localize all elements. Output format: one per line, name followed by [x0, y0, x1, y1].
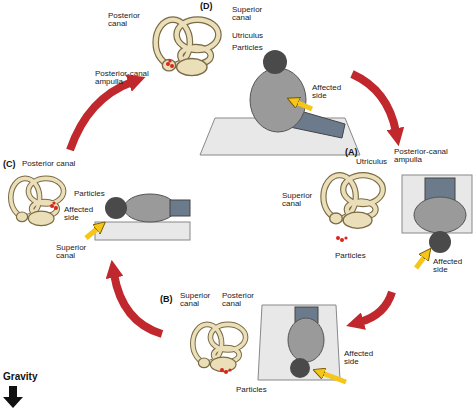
panel-letter: (D) [200, 2, 220, 11]
panel-c-art [11, 178, 190, 240]
part-label: Affected side [344, 350, 382, 367]
cycle-arrow [70, 74, 396, 334]
part-label: Affected side [64, 206, 98, 223]
part-label: Superior canal [180, 292, 218, 309]
part-label: Utriculus [356, 158, 396, 166]
panel-letter: (A) [345, 148, 365, 157]
part-label: Posterior canal [108, 12, 148, 29]
part-label: Particles [74, 190, 114, 198]
part-label: Superior canal [56, 244, 96, 261]
part-label: Superior canal [232, 6, 270, 23]
part-label: Superior canal [282, 192, 316, 209]
panel-d-art [156, 20, 360, 155]
part-label: Posterior canal [22, 160, 88, 168]
panel-letter: (B) [160, 295, 178, 304]
part-label: Posterior-canal ampulla [95, 70, 157, 87]
part-label: Posterior canal [222, 292, 260, 309]
gravity-arrow [3, 386, 23, 408]
panel-a-art [323, 175, 472, 268]
axis-label: Gravity [3, 372, 53, 383]
part-label: Particles [335, 252, 375, 260]
part-label: Affected side [312, 84, 348, 101]
part-label: Affected side [433, 258, 471, 275]
part-label: Particles [232, 44, 272, 52]
panel-letter: (C) [3, 160, 19, 169]
part-label: Utriculus [232, 32, 272, 40]
part-label: Posterior-canal ampulla [394, 148, 458, 165]
panel-b-art [193, 305, 346, 382]
part-label: Particles [236, 386, 276, 394]
